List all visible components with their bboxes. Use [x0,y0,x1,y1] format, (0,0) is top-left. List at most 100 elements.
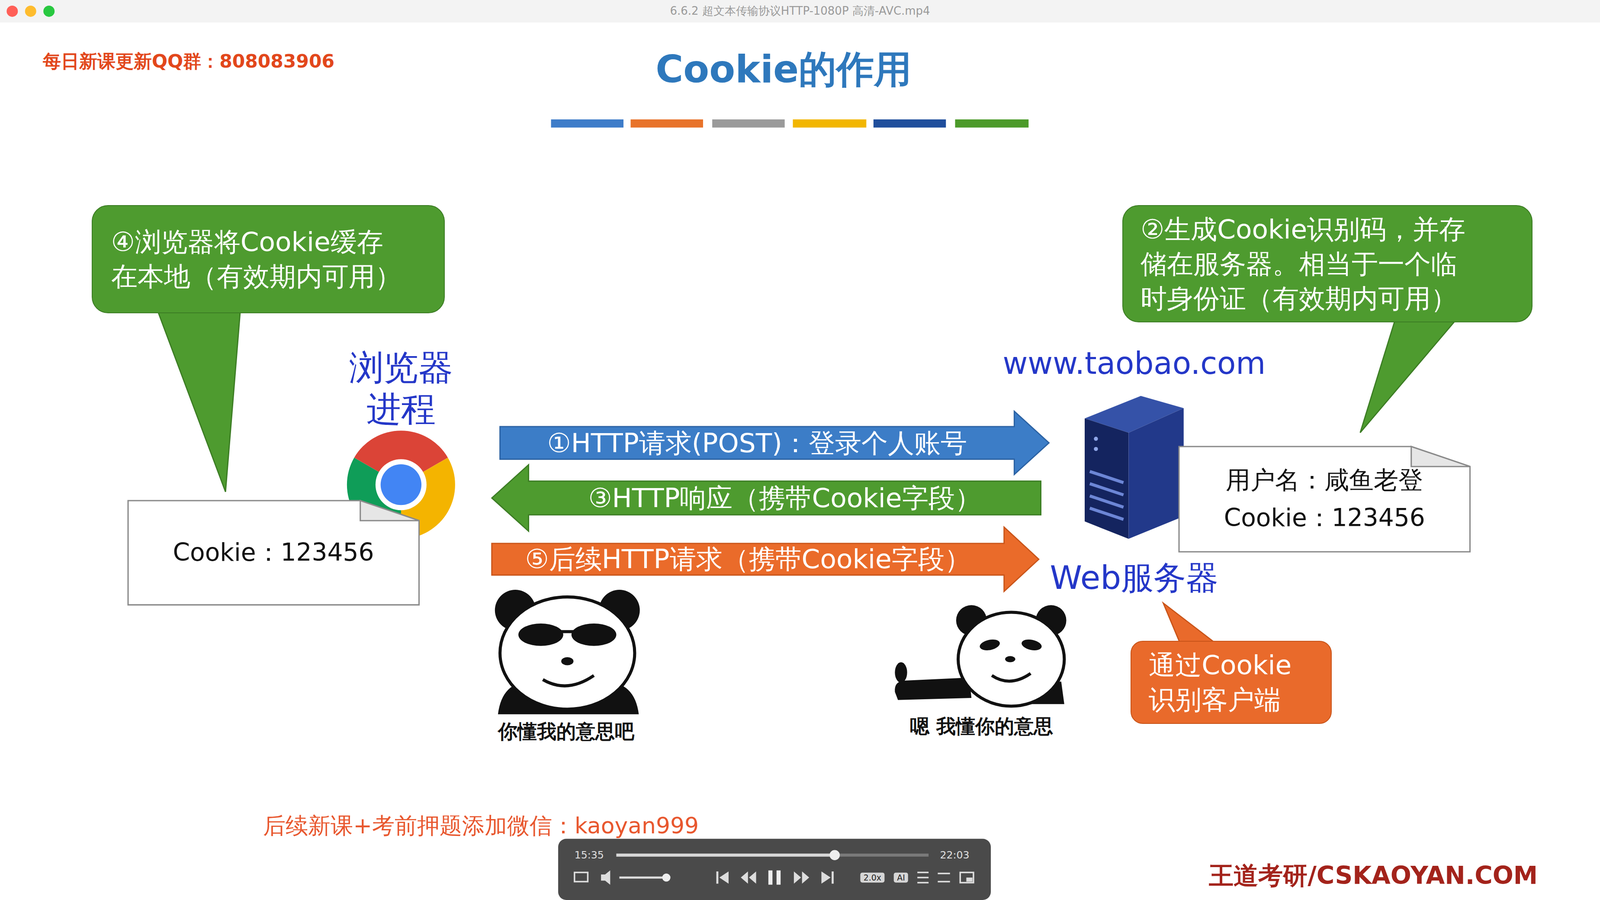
block-arrow [491,464,1041,531]
server-side [1128,408,1184,539]
panda-eye [1020,637,1043,653]
list-icon [917,881,929,884]
note-shape [1179,446,1471,552]
node-heading: Web服务器 [1050,558,1219,598]
panda-mouth [542,675,595,686]
progress-track [616,853,929,857]
panda-head [500,597,635,710]
screen-icon [574,872,588,882]
domain-name-holder: www.taobao.com [1002,344,1266,382]
zoom-light [43,5,55,17]
color-bar [712,119,785,128]
sunglasses [518,623,564,646]
panda-thumb [894,662,907,683]
ai-badge: AI [896,872,905,883]
chrome-ring [375,459,427,511]
browser-node: 浏览器 进程 [335,346,467,539]
note-fold [1411,446,1471,467]
color-bar [551,119,624,128]
node-heading-holder: Web服务器 [1050,558,1219,598]
note-text: Cookie：123456 [141,536,405,569]
elapsed-time: 15:35 [574,848,605,862]
panda-mouth [991,673,1031,682]
footer-notice: 后续新课+考前押题添加微信：kaoyan999 [263,812,699,839]
arrow-label-holder: ③HTTP响应（携带Cookie字段） [588,482,982,514]
group-notice: 每日新课更新QQ群：808083906 [42,50,335,73]
callout-tail [1360,304,1470,433]
server-front [1084,418,1129,539]
ai-badge-holder: AI [893,872,909,883]
block-arrow [491,526,1039,592]
server-slot [1089,507,1124,520]
color-bar [792,119,867,128]
server-slot [1089,483,1124,495]
pip-icon [966,877,973,882]
meme-caption: 嗯 我懂你的意思 [909,714,1054,739]
note-fold [360,500,420,521]
domain-name: www.taobao.com [1002,344,1266,382]
rewind-icon [740,871,749,884]
speed-badge: 2.0x [863,872,882,883]
note-text: 用户名：咸鱼老登 [1192,464,1456,497]
rewind-icon [748,871,757,884]
window-bar [0,0,1600,23]
watermark: 王道考研/CSKAOYAN.COM [1208,861,1538,891]
pause-icon [776,870,781,885]
arrow-label-holder: ①HTTP请求(POST)：登录个人账号 [547,427,968,459]
color-bar [954,119,1029,128]
window-title: 6.6.2 超文本传输协议HTTP-1080P 高清-AVC.mp4 [669,4,930,18]
close-light [6,5,18,17]
player-bar [558,838,991,900]
pip-icon [960,872,974,883]
elapsed-time-holder: 15:35 [574,848,605,862]
speaker-icon [600,870,611,885]
block-arrow [500,411,1050,475]
next-icon [821,871,831,884]
panda-nose [561,657,574,666]
next-icon [831,871,834,884]
callout-text: ④浏览器将Cookie缓存在本地（有效期内可用） [111,224,410,294]
list-icon [917,876,929,879]
meme-caption-holder: 你懂我的意思吧 [497,719,635,744]
prev-icon [716,871,719,884]
server-led [1093,436,1098,441]
speed-badge-holder: 2.0x [860,872,885,883]
forward-icon [793,871,802,884]
total-time-holder: 22:03 [940,848,970,862]
arrow-label: ①HTTP请求(POST)：登录个人账号 [547,427,968,459]
callout-text: ②生成Cookie识别码，并存储在服务器。相当于一个临时身份证（有效期内可用） [1140,212,1481,316]
panda-nose [1005,655,1016,662]
sunglasses [571,623,617,646]
meme-caption: 你懂我的意思吧 [497,719,635,744]
callout-bubble: ④浏览器将Cookie缓存在本地（有效期内可用） [91,205,445,314]
callout-text: 通过Cookie识别客户端 [1148,647,1306,717]
server-led [1093,446,1098,451]
callout-bubble: ②生成Cookie识别码，并存储在服务器。相当于一个临时身份证（有效期内可用） [1122,205,1533,323]
progress-knob [829,849,840,861]
cookie-note: Cookie：123456 [127,500,420,606]
panda-head [958,612,1065,707]
color-bar [873,119,946,128]
forward-icon [802,871,810,884]
server-slot [1089,471,1124,483]
callout-bubble: 通过Cookie识别客户端 [1130,640,1332,724]
arrow-label: ③HTTP响应（携带Cookie字段） [588,482,982,514]
prev-icon [719,871,729,884]
sunglasses-bridge [561,629,574,633]
meme-caption-holder: 嗯 我懂你的意思 [909,714,1054,739]
note-outline [1178,446,1471,553]
slide-title-holder: Cookie的作用 [655,46,912,93]
total-time: 22:03 [940,848,970,862]
node-heading: 浏览器 进程 [335,346,467,431]
callout-tail [154,304,241,492]
window-title-holder: 6.6.2 超文本传输协议HTTP-1080P 高清-AVC.mp4 [669,4,930,18]
list-icon [917,871,929,874]
group-notice-holder: 每日新课更新QQ群：808083906 [42,50,335,73]
panda-arm [894,677,972,701]
footer-notice-holder: 后续新课+考前押题添加微信：kaoyan999 [263,812,699,839]
volume-knob [662,873,671,882]
pause-icon [768,870,773,885]
volume-level [619,876,666,879]
settings-icon [937,872,950,875]
